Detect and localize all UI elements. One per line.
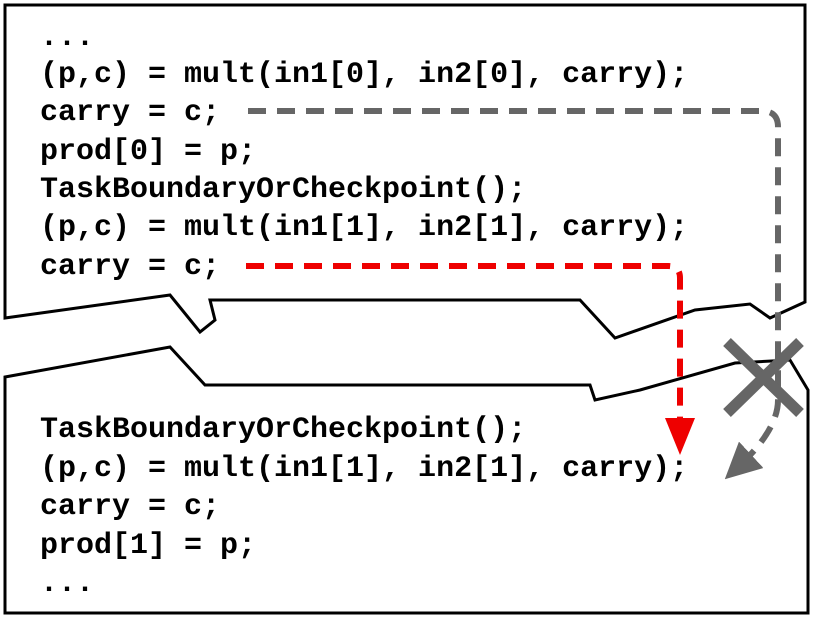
top-line-carry-0: carry = c; — [40, 96, 220, 130]
bottom-line-task-boundary: TaskBoundaryOrCheckpoint(); — [40, 413, 526, 447]
top-line-task-boundary: TaskBoundaryOrCheckpoint(); — [40, 173, 526, 207]
bottom-line-prod-1: prod[1] = p; — [40, 529, 256, 563]
bottom-code-panel — [3, 345, 810, 615]
top-code-panel — [3, 3, 807, 340]
bottom-line-ellipsis: ... — [40, 567, 94, 601]
top-line-mult-1: (p,c) = mult(in1[1], in2[1], carry); — [40, 211, 688, 245]
valid-dependency-arrowhead — [665, 418, 695, 455]
bottom-line-carry: carry = c; — [40, 490, 220, 524]
top-line-ellipsis: ... — [40, 21, 94, 55]
valid-dependency-line — [246, 263, 683, 420]
top-line-prod-0: prod[0] = p; — [40, 135, 256, 169]
x-mark-icon — [723, 338, 804, 417]
top-line-carry-1: carry = c; — [40, 250, 220, 284]
bottom-line-mult-1: (p,c) = mult(in1[1], in2[1], carry); — [40, 452, 688, 486]
invalid-dependency-arrow — [248, 108, 781, 480]
top-line-mult-0: (p,c) = mult(in1[0], in2[0], carry); — [40, 58, 688, 92]
